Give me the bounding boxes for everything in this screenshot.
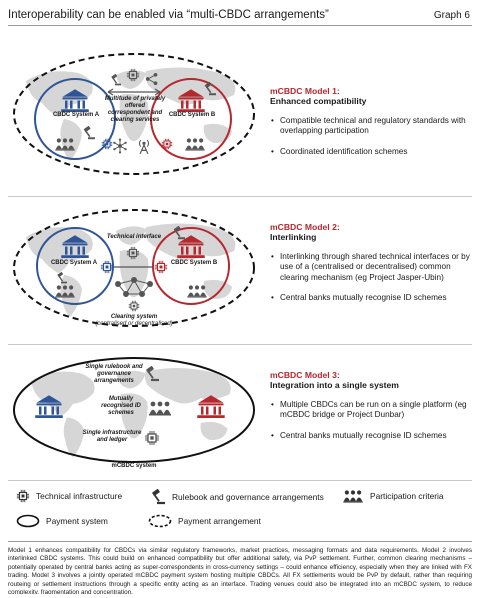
legend-label: Payment system: [46, 516, 108, 526]
bullet-item: Interlinking through shared technical in…: [270, 252, 470, 283]
bullet-item: Coordinated identification schemes: [270, 147, 470, 158]
system-a-label: CBDC System A: [50, 260, 98, 266]
mutual-id-label: Mutually recognised ID schemes: [101, 396, 141, 416]
model2-bullets: Interlinking through shared technical in…: [270, 252, 470, 304]
legend-payment-arrangement: Payment arrangement: [148, 514, 261, 528]
legend-participation: Participation criteria: [342, 489, 444, 503]
model1-bullets: Compatible technical and regulatory stan…: [270, 116, 470, 158]
model1-panel: CBDC System A CBDC System B Multitude of…: [8, 44, 472, 184]
people-icon: [149, 401, 171, 416]
people-icon: [343, 490, 363, 503]
chip-icon: [128, 300, 140, 312]
cbdc-system-b-circle: [152, 227, 230, 305]
clearing-network: [117, 279, 151, 295]
footnote-text: Model 1 enhances compatibility for CBDCs…: [8, 541, 472, 594]
model3-diagram: [13, 357, 255, 463]
model2-title: mCBDC Model 2:: [270, 222, 340, 232]
model3-panel: Single rulebook and governance arrangeme…: [8, 350, 472, 475]
technical-interface-label: Technical interface: [106, 234, 162, 240]
bank-icon: [197, 395, 225, 418]
graph-header: Interoperability can be enabled via “mul…: [8, 6, 472, 26]
legend-label: Participation criteria: [370, 491, 444, 501]
system-a-label: CBDC System A: [52, 112, 100, 118]
payment-system-icon: [16, 514, 40, 528]
hub-icon: [112, 138, 128, 154]
antenna-icon: [138, 139, 150, 155]
legend-technical-infrastructure: Technical infrastructure: [16, 489, 122, 503]
bullet-item: Central banks mutually recognise ID sche…: [270, 293, 470, 304]
single-rulebook-label: Single rulebook and governance arrangeme…: [85, 364, 143, 384]
panel-divider: [8, 196, 472, 197]
bullet-item: Multiple CBDCs can be run on a single pl…: [270, 400, 470, 421]
cbdc-system-b-circle: [150, 78, 232, 160]
legend-label: Technical infrastructure: [36, 491, 123, 501]
legend-rulebook: Rulebook and governance arrangements: [148, 489, 324, 505]
cbdc-system-a-circle: [34, 78, 116, 160]
payment-arrangement-outline: [13, 209, 255, 327]
legend-label: Payment arrangement: [178, 516, 261, 526]
cbdc-system-a-circle: [36, 227, 114, 305]
graph-number: Graph 6: [433, 10, 470, 21]
model1-text: mCBDC Model 1: Enhanced compatibility Co…: [270, 86, 470, 167]
panel-divider: [8, 344, 472, 345]
model1-title: mCBDC Model 1:: [270, 86, 340, 96]
model1-subtitle: Enhanced compatibility: [270, 96, 367, 107]
bullet-item: Central banks mutually recognise ID sche…: [270, 431, 470, 442]
graph-title: Interoperability can be enabled via “mul…: [8, 9, 329, 21]
legend-label: Rulebook and governance arrangements: [172, 492, 324, 502]
payment-system-outline: [13, 357, 255, 463]
clearing-system-note: (centralised or decentralised): [95, 321, 173, 327]
system-b-label: CBDC System B: [170, 260, 218, 266]
legend-payment-system: Payment system: [16, 514, 108, 528]
legend: Technical infrastructure Rulebook and go…: [8, 480, 472, 536]
chip-icon: [16, 489, 30, 503]
model2-text: mCBDC Model 2: Interlinking Interlinking…: [270, 222, 470, 313]
payment-arrangement-outline: [13, 53, 255, 175]
mcbdc-system-label: mCBDC system: [111, 463, 157, 469]
model2-subtitle: Interlinking: [270, 232, 317, 243]
model3-subtitle: Integration into a single system: [270, 380, 399, 391]
model3-text: mCBDC Model 3: Integration into a single…: [270, 370, 470, 451]
gavel-icon: [83, 126, 95, 140]
system-b-label: CBDC System B: [168, 112, 216, 118]
arrow-heads: [107, 88, 161, 96]
people-icon: [187, 285, 207, 298]
people-icon: [185, 138, 205, 151]
correspondent-services-label: Multitude of privately offered correspon…: [104, 96, 166, 123]
model3-bullets: Multiple CBDCs can be run on a single pl…: [270, 400, 470, 442]
payment-arrangement-icon: [148, 514, 172, 528]
bullet-item: Compatible technical and regulatory stan…: [270, 116, 470, 137]
model1-diagram: [13, 53, 255, 175]
clearing-system-label: Clearing system: [110, 314, 158, 320]
chip-icon: [144, 430, 160, 446]
model2-diagram: [13, 209, 255, 327]
model2-panel: CBDC System A CBDC System B Technical in…: [8, 200, 472, 340]
single-infrastructure-label: Single infrastructure and ledger: [82, 430, 142, 443]
gavel-icon: [151, 489, 165, 505]
model3-title: mCBDC Model 3:: [270, 370, 340, 380]
